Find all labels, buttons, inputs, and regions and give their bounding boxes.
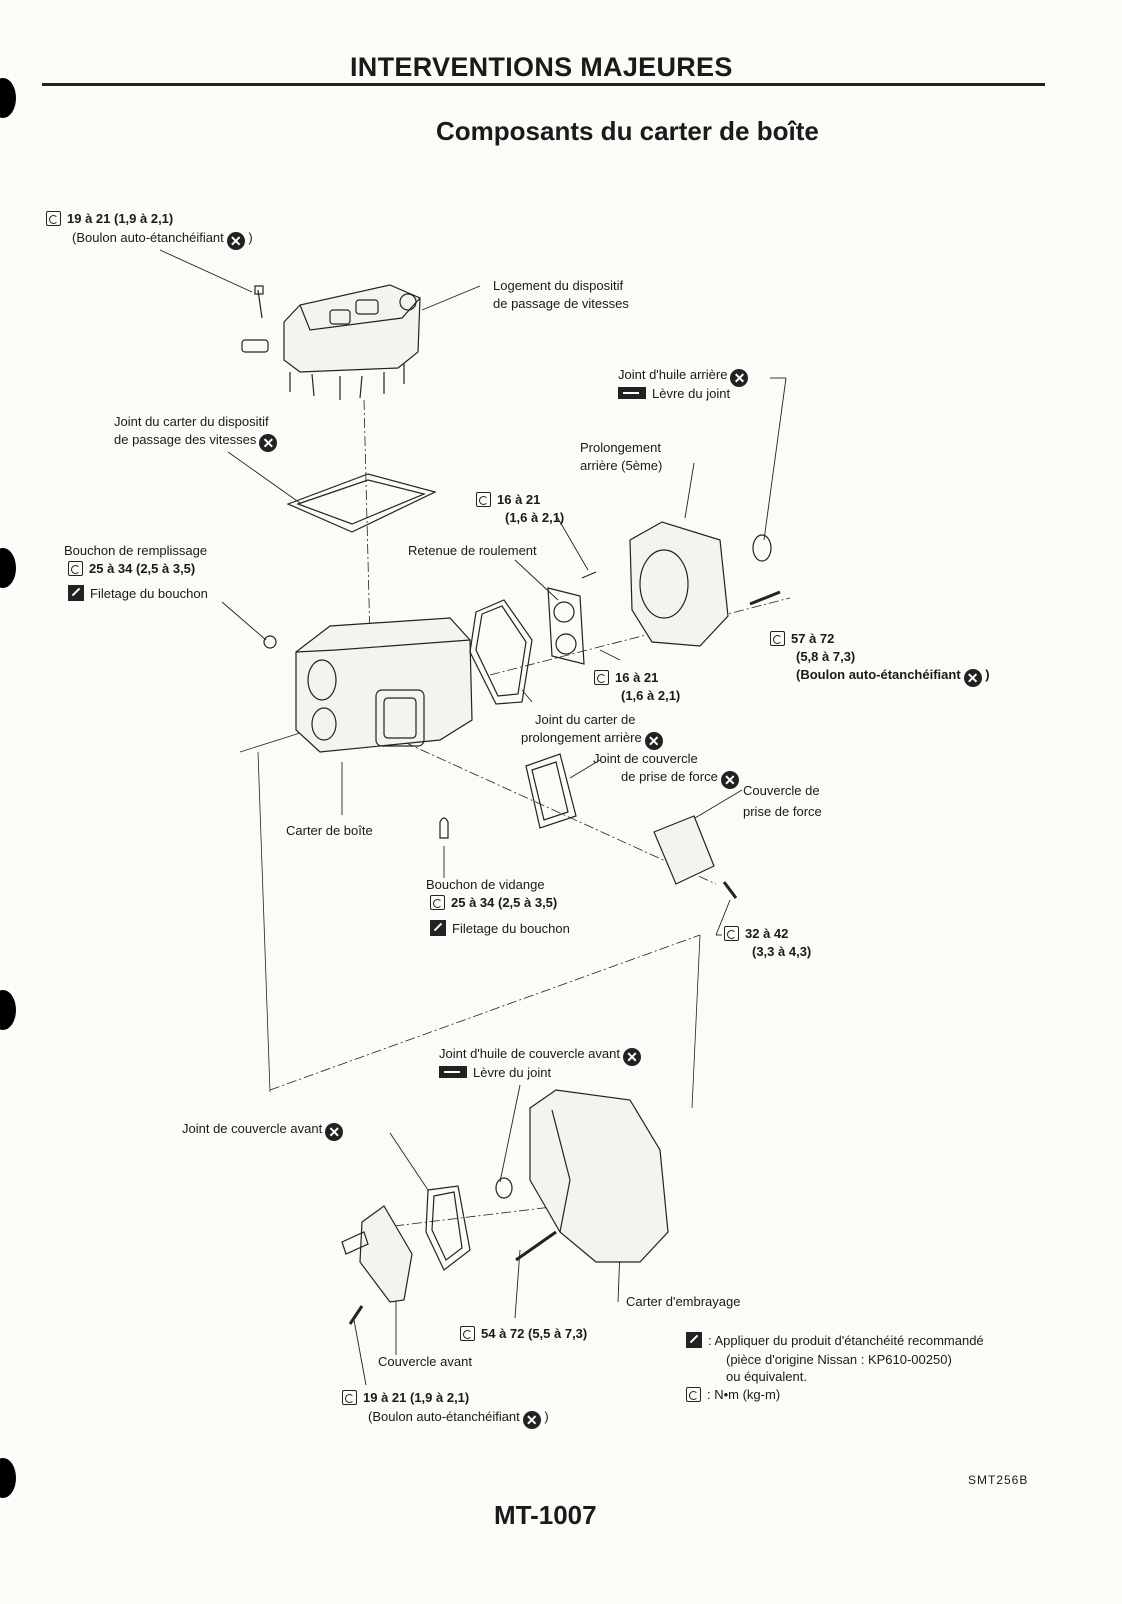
rear-extension-label-2: arrière (5ème) <box>580 458 663 473</box>
torque-wrench-icon <box>46 211 61 226</box>
torque-wrench-icon <box>68 561 83 576</box>
bearing-retainer-label: Retenue de roulement <box>408 543 537 558</box>
torque-wrench-icon <box>476 492 491 507</box>
bolt-16-torque-kgm: (1,6 à 2,1) <box>505 510 565 525</box>
binder-hole <box>0 1458 16 1498</box>
replace-part-icon: ✕ <box>644 732 663 750</box>
drain-plug-label: Bouchon de vidange <box>426 877 545 892</box>
pto-gasket-label-1: Joint de couvercle <box>593 751 698 766</box>
bolt-16-torque: 16 à 21 <box>476 491 540 508</box>
shift-gasket-label-2: de passage des vitesses✕ <box>114 431 278 452</box>
replace-part-icon: ✕ <box>226 232 245 250</box>
rear-extension-gasket <box>469 599 533 705</box>
sealant-icon <box>430 920 446 936</box>
front-seal-lip-label: Lèvre du joint <box>439 1064 551 1081</box>
shift-housing-label-2: de passage de vitesses <box>493 296 629 311</box>
transmission-case <box>263 617 473 753</box>
filler-plug-torque: 25 à 34 (2,5 à 3,5) <box>68 560 195 577</box>
drain-plug-torque: 25 à 34 (2,5 à 3,5) <box>430 894 557 911</box>
page-title: Composants du carter de boîte <box>436 116 819 146</box>
sealant-icon <box>686 1332 702 1348</box>
replace-part-icon: ✕ <box>622 1048 641 1066</box>
front-cover <box>341 1205 413 1325</box>
torque-wrench-icon <box>460 1326 475 1341</box>
rear-seal-lip-label: Lèvre du joint <box>618 385 730 402</box>
replace-part-icon: ✕ <box>963 669 982 687</box>
sealant-icon <box>68 585 84 601</box>
shift-control-housing <box>241 284 421 400</box>
shift-housing-gasket <box>286 473 437 533</box>
rear-extension-housing <box>629 521 781 647</box>
top-bolt-torque: 19 à 21 (1,9 à 2,1) <box>46 210 173 227</box>
seal-lip-grease-icon <box>439 1066 467 1078</box>
assembly-frame-lines <box>239 732 701 1109</box>
bottom-bolt-note: (Boulon auto-étanchéifiant✕ ) <box>368 1409 549 1429</box>
front-cover-gasket <box>425 1185 471 1271</box>
bottom-bolt-torque: 19 à 21 (1,9 à 2,1) <box>342 1389 469 1406</box>
top-bolt-note: (Boulon auto-étanchéifiant✕ ) <box>72 230 253 250</box>
figure-reference: SMT256B <box>968 1473 1029 1487</box>
rear-oil-seal-label: Joint d'huile arrière✕ <box>618 366 749 387</box>
filler-plug-label: Bouchon de remplissage <box>64 543 208 558</box>
bolt-57-torque-kgm: (5,8 à 7,3) <box>796 649 856 664</box>
torque-wrench-icon <box>686 1387 701 1402</box>
bolt-16b-torque: 16 à 21 <box>594 669 658 686</box>
torque-wrench-icon <box>594 670 609 685</box>
extension-gasket-label-2: prolongement arrière✕ <box>521 729 663 750</box>
drain-plug-thread: Filetage du bouchon <box>430 920 570 937</box>
legend-torque: : N•m (kg-m) <box>686 1386 780 1403</box>
page-number: MT-1007 <box>494 1500 597 1530</box>
replace-part-icon: ✕ <box>522 1411 541 1429</box>
torque-wrench-icon <box>430 895 445 910</box>
drain-plug <box>439 817 449 839</box>
replace-part-icon: ✕ <box>259 434 278 452</box>
legend-sealant: : Appliquer du produit d'étanchéité reco… <box>686 1332 984 1349</box>
front-cover-gasket-label: Joint de couvercle avant✕ <box>182 1120 344 1141</box>
shift-housing-label-1: Logement du dispositif <box>493 278 624 293</box>
binder-hole <box>0 990 16 1030</box>
bolt-32-torque-kgm: (3,3 à 4,3) <box>752 944 812 959</box>
pto-gasket-label-2: de prise de force✕ <box>621 768 739 789</box>
replace-part-icon: ✕ <box>720 771 739 789</box>
front-cover-label: Couvercle avant <box>378 1354 472 1369</box>
pto-cover-label-2: prise de force <box>743 804 822 819</box>
front-oil-seal-label: Joint d'huile de couvercle avant✕ <box>439 1045 641 1066</box>
bolt-32-torque: 32 à 42 <box>724 925 788 942</box>
legend-sealant-2: (pièce d'origine Nissan : KP610-00250) <box>726 1352 952 1367</box>
torque-wrench-icon <box>724 926 739 941</box>
clutch-housing-label: Carter d'embrayage <box>626 1294 741 1309</box>
shift-gasket-label-1: Joint du carter du dispositif <box>114 414 269 429</box>
pto-cover <box>653 815 738 899</box>
clutch-housing <box>495 1089 669 1263</box>
section-header: INTERVENTIONS MAJEURES <box>350 52 733 82</box>
replace-part-icon: ✕ <box>325 1123 344 1141</box>
bolt-57-note: (Boulon auto-étanchéifiant✕ ) <box>796 667 990 687</box>
binder-hole <box>0 78 16 118</box>
torque-wrench-icon <box>342 1390 357 1405</box>
torque-wrench-icon <box>770 631 785 646</box>
extension-gasket-label-1: Joint du carter de <box>535 712 636 727</box>
assembly-axis-lines <box>269 399 791 1227</box>
bolt-54-torque: 54 à 72 (5,5 à 7,3) <box>460 1325 587 1342</box>
replace-part-icon: ✕ <box>730 369 749 387</box>
leader-lines <box>159 249 787 1386</box>
bearing-retainer <box>547 571 597 665</box>
pto-cover-gasket <box>525 753 577 829</box>
bolt-16b-torque-kgm: (1,6 à 2,1) <box>621 688 681 703</box>
seal-lip-grease-icon <box>618 387 646 399</box>
pto-cover-label-1: Couvercle de <box>743 783 820 798</box>
binder-hole <box>0 548 16 588</box>
case-label: Carter de boîte <box>286 823 373 838</box>
filler-plug-thread: Filetage du bouchon <box>68 585 208 602</box>
rear-extension-label-1: Prolongement <box>580 440 661 455</box>
bolt-57-torque: 57 à 72 <box>770 630 834 647</box>
header-rule <box>42 83 1045 86</box>
legend-sealant-3: ou équivalent. <box>726 1369 807 1384</box>
